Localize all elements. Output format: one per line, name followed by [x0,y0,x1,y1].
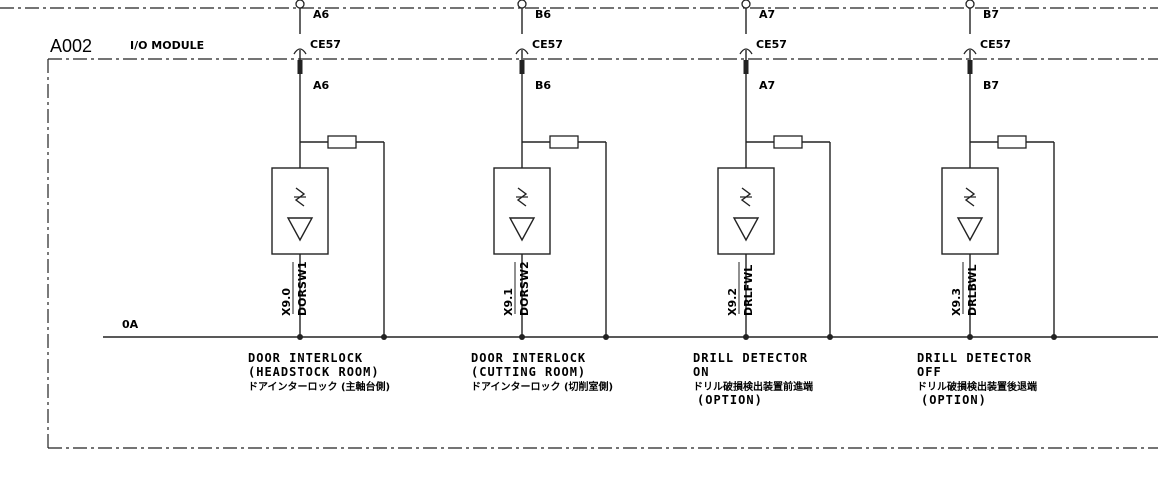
input-address: X9.1 [502,288,515,316]
connector-socket-symbol [515,48,529,55]
connector-socket-symbol [739,48,753,55]
signal-name: DORSW2 [518,261,531,316]
junction-dot [967,334,973,340]
signal-description-jp: ドリル破損検出装置後退端 [917,380,1037,393]
connector-pin-symbol [743,60,749,74]
signal-description-line: ON [693,365,709,379]
option-label: (OPTION) [921,393,987,407]
signal-description-jp: ドアインターロック (主軸台側) [248,380,390,393]
connector-label: CE57 [756,38,787,51]
connector-pin-symbol [519,60,525,74]
signal-description-line: OFF [917,365,942,379]
junction-dot [297,334,303,340]
input-address: X9.0 [280,288,293,316]
connector-label: CE57 [310,38,341,51]
module-id: A002 [50,36,92,56]
signal-description-line: (CUTTING ROOM) [471,365,586,379]
pin-label-bottom: B6 [535,79,551,92]
pin-label-bottom: B7 [983,79,999,92]
connector-label: CE57 [532,38,563,51]
input-address: X9.3 [950,288,963,316]
ground-label: 0A [122,318,139,331]
resistor-symbol [997,135,1027,149]
pin-label-top: B6 [535,8,551,21]
resistor-symbol [773,135,803,149]
buffer-triangle-symbol [286,217,314,242]
signal-description-line: DOOR INTERLOCK [248,351,363,365]
junction-dot [519,334,525,340]
signal-description-line: DRILL DETECTOR [917,351,1032,365]
signal-description-jp: ドリル破損検出装置前進端 [693,380,813,393]
signal-name: DRLFWL [742,265,755,316]
pin-label-top: B7 [983,8,999,21]
pin-label-top: A7 [759,8,775,21]
connector-pin-symbol [297,60,303,74]
buffer-triangle-symbol [732,217,760,242]
signal-description-jp: ドアインターロック (切削室側) [471,380,613,393]
junction-dot [743,334,749,340]
connector-socket-symbol [293,48,307,55]
buffer-triangle-symbol [956,217,984,242]
signal-name: DRLBWL [966,264,979,316]
module-name: I/O MODULE [130,39,204,52]
buffer-triangle-symbol [508,217,536,242]
terminal-symbol [517,0,527,9]
pin-label-top: A6 [313,8,330,21]
connector-socket-symbol [963,48,977,55]
connector-pin-symbol [967,60,973,74]
connector-label: CE57 [980,38,1011,51]
option-label: (OPTION) [697,393,763,407]
pin-label-bottom: A7 [759,79,775,92]
junction-dot [1051,334,1057,340]
signal-description-line: DRILL DETECTOR [693,351,808,365]
resistor-symbol [327,135,357,149]
signal-description-line: (HEADSTOCK ROOM) [248,365,380,379]
signal-description-line: DOOR INTERLOCK [471,351,586,365]
terminal-symbol [965,0,975,9]
terminal-symbol [741,0,751,9]
junction-dot [827,334,833,340]
input-address: X9.2 [726,288,739,316]
signal-name: DORSW1 [296,261,309,316]
resistor-symbol [549,135,579,149]
junction-dot [603,334,609,340]
junction-dot [381,334,387,340]
terminal-symbol [295,0,305,9]
pin-label-bottom: A6 [313,79,330,92]
